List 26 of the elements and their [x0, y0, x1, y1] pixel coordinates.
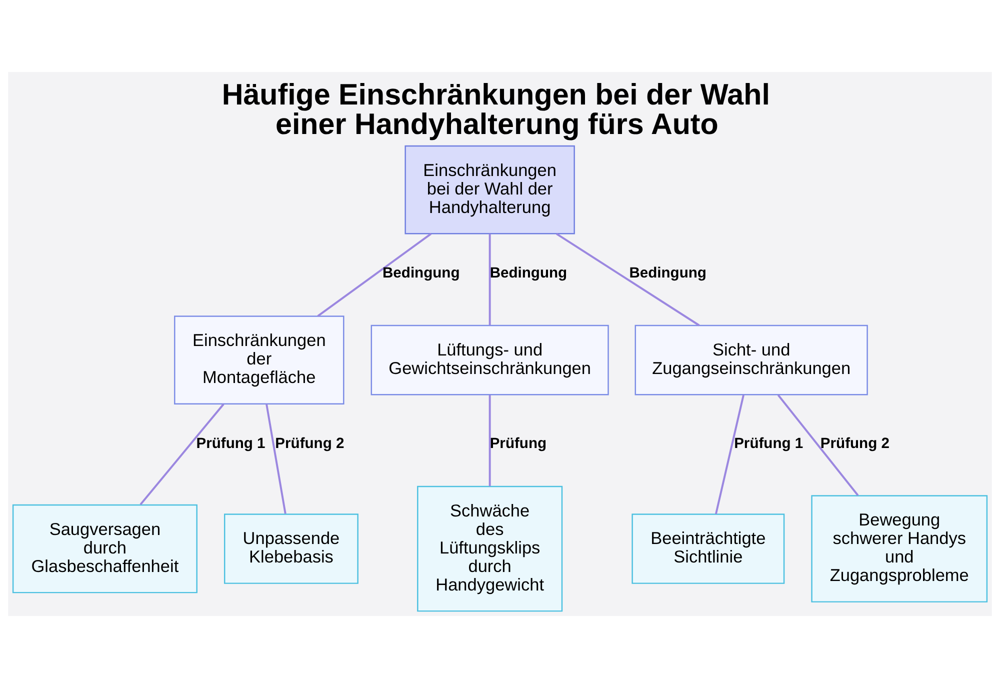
edge-label: Bedingung [382, 265, 460, 282]
node-box: Unpassende Klebebasis [224, 513, 358, 584]
edge-label: Bedingung [629, 265, 706, 282]
connector [777, 394, 859, 496]
connector [140, 403, 224, 505]
connector [488, 394, 491, 486]
diagram-title: Häufige Einschränkungen bei der Wahl einer Handyhalterung fürs Auto [222, 78, 770, 140]
node-box: Saugversagen durch Glasbeschaffenheit [12, 504, 198, 593]
node-box: Beeinträchtigte Sichtlinie [632, 513, 785, 584]
edge-label: Prüfung 1 [196, 435, 266, 452]
edge-label: Prüfung 1 [734, 435, 804, 452]
edge-label: Bedingung [490, 265, 568, 282]
node-box: Sicht- und Zugangseinschränkungen [634, 324, 868, 395]
node-box: Einschränkungen der Montagefläche [174, 315, 344, 404]
connector [714, 394, 744, 514]
edge-label: Prüfung 2 [820, 435, 890, 452]
node-box: Lüftungs- und Gewichtseinschränkungen [370, 324, 609, 395]
node-box: Einschränkungen bei der Wahl der Handyhalterung [404, 144, 575, 234]
connector [317, 232, 432, 316]
connector [488, 233, 491, 325]
edge-label: Prüfung [490, 435, 547, 452]
connector [266, 403, 286, 514]
edge-label: Prüfung 2 [275, 435, 344, 452]
connector [556, 232, 700, 326]
node-box: Bewegung schwerer Handys und Zugangsprobleme [811, 494, 988, 602]
node-box: Schwäche des Lüftungsklips durch Handygewicht [417, 485, 563, 612]
